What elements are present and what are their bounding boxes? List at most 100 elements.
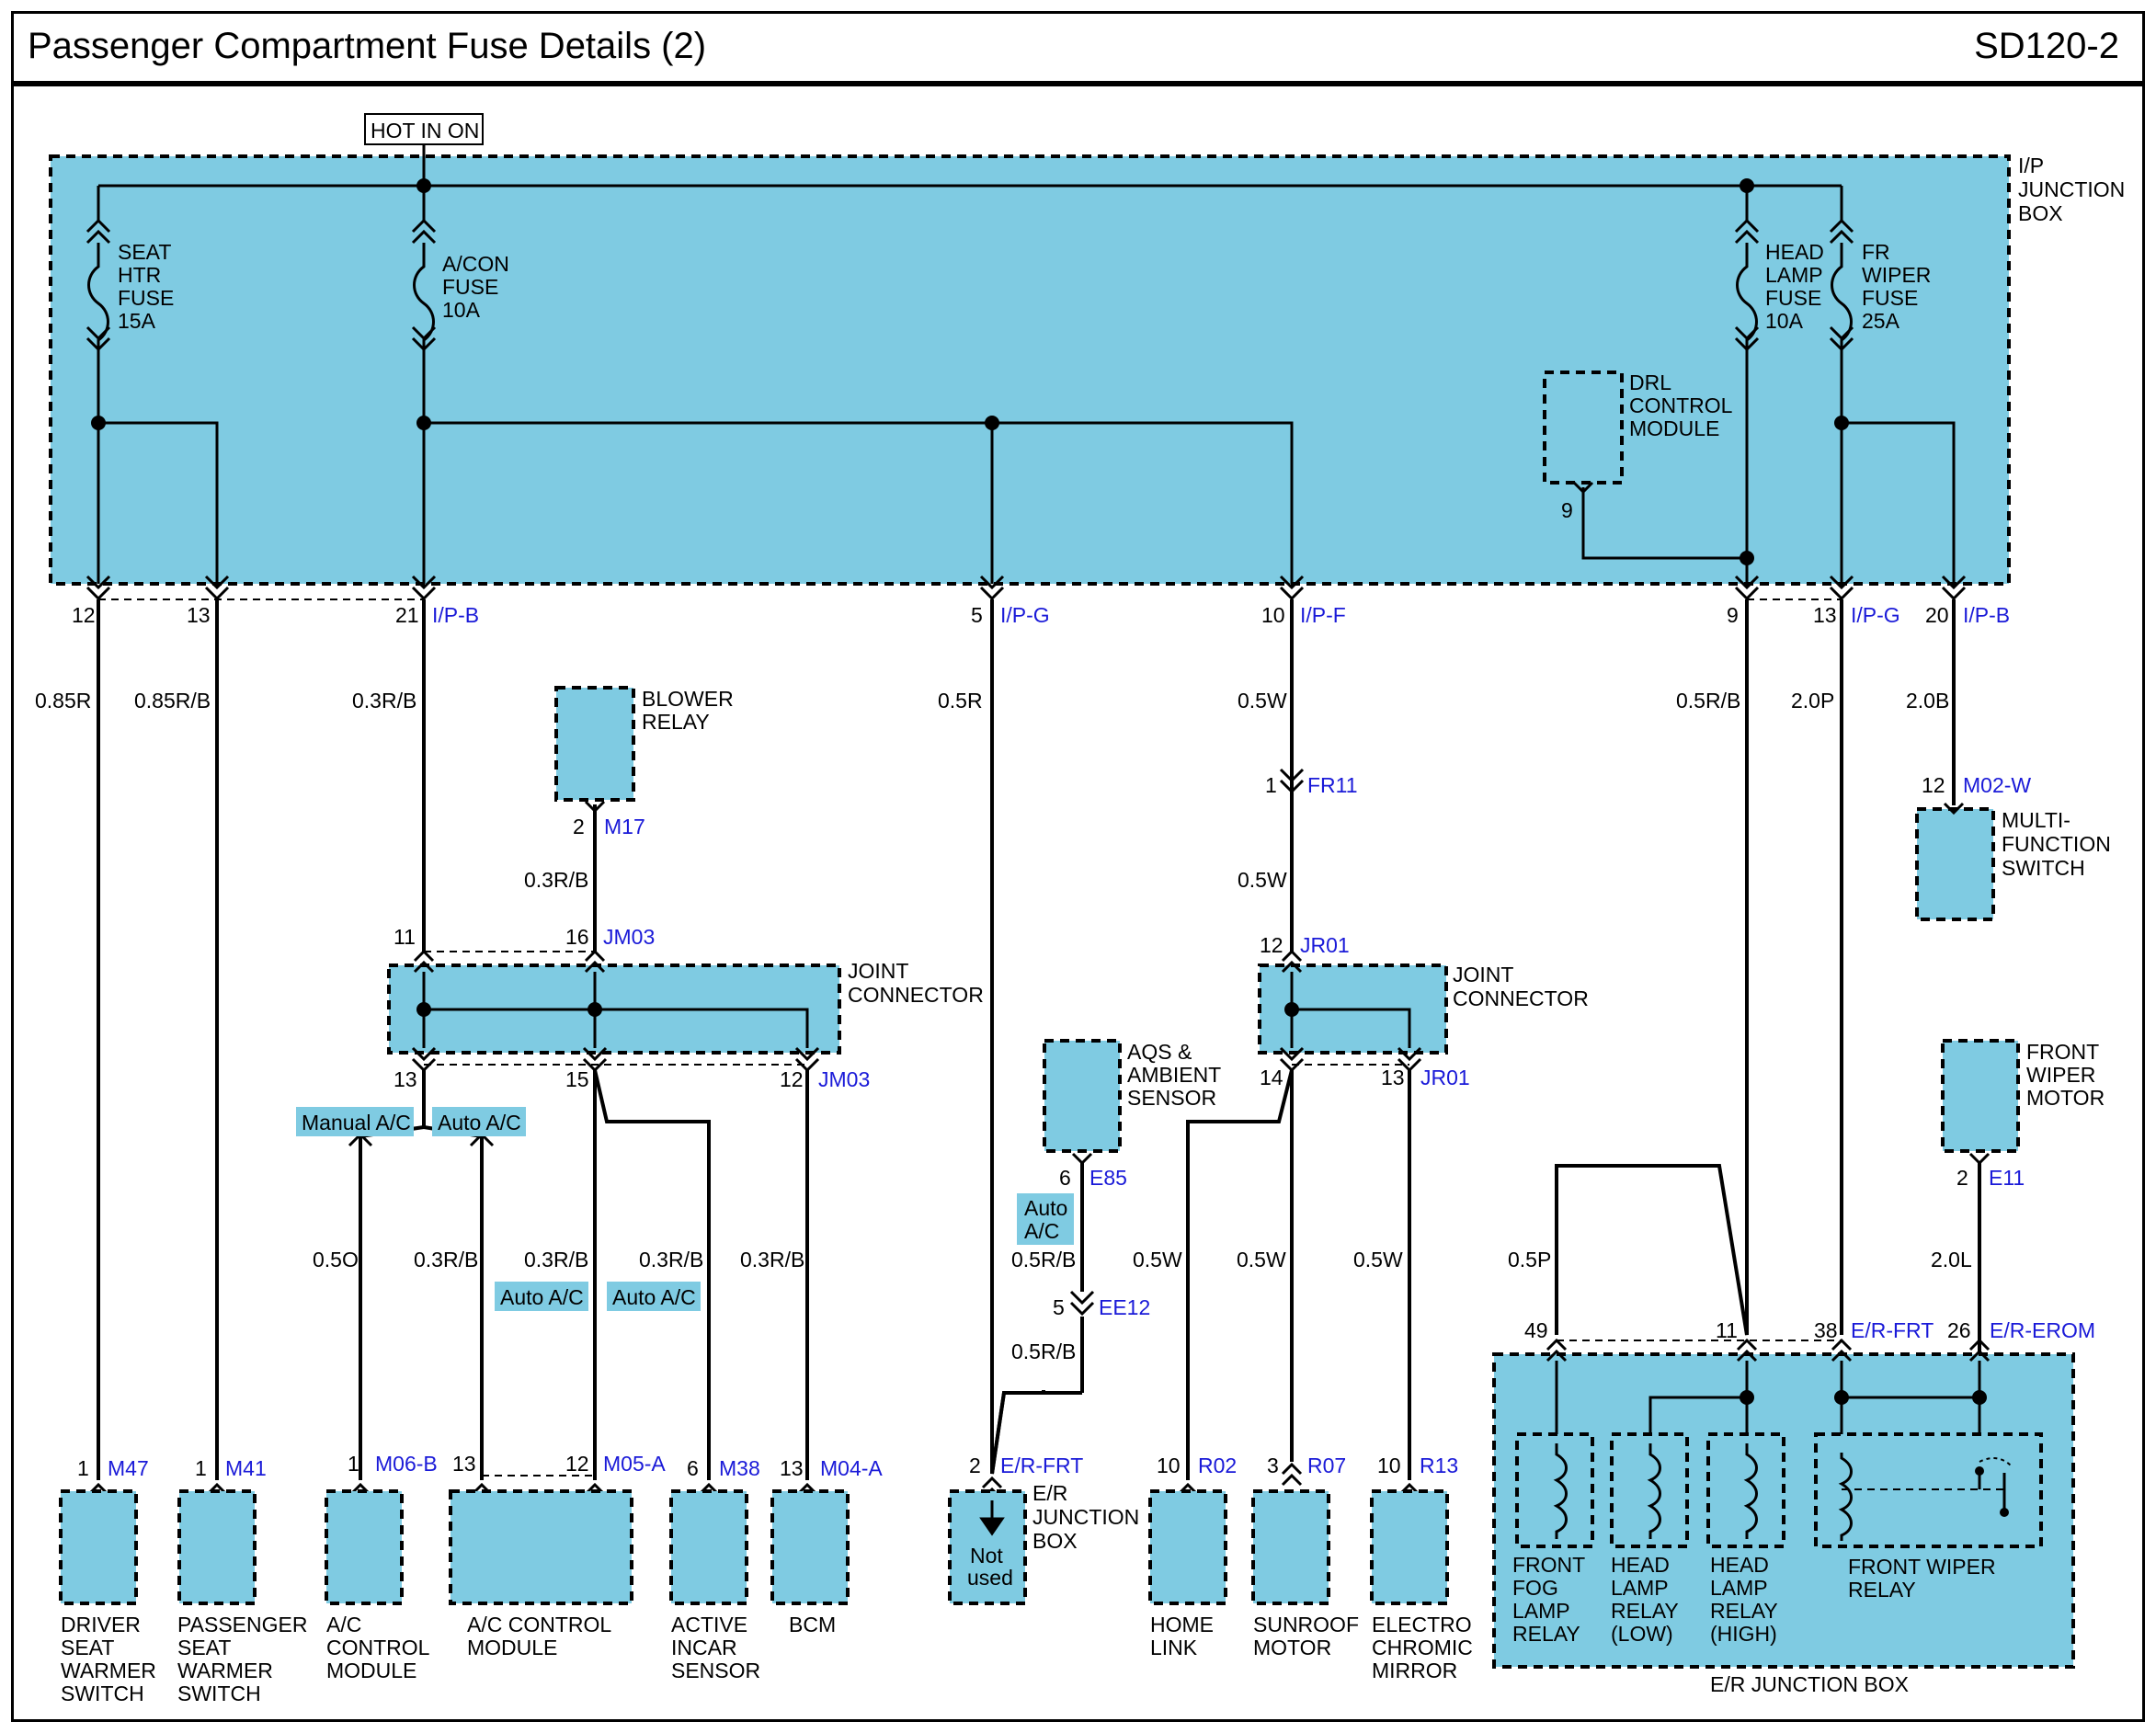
svg-text:JR01: JR01 <box>1420 1066 1470 1089</box>
svg-text:0.5O: 0.5O <box>313 1248 359 1271</box>
svg-text:A/C CONTROL: A/C CONTROL <box>467 1613 611 1636</box>
svg-text:10: 10 <box>1377 1454 1401 1477</box>
svg-text:M06-B: M06-B <box>375 1452 438 1476</box>
svg-text:1: 1 <box>77 1456 89 1480</box>
svg-text:LAMP: LAMP <box>1611 1576 1669 1600</box>
relay-head-lamp-high <box>1706 1432 1785 1548</box>
svg-text:FRONT: FRONT <box>1512 1553 1585 1577</box>
svg-text:0.5R: 0.5R <box>938 689 983 713</box>
ee12-conn: EE12 <box>1099 1295 1150 1319</box>
blower-relay-label: BLOWER RELAY <box>642 687 734 734</box>
svg-text:R02: R02 <box>1198 1454 1237 1477</box>
relay-head-lamp-low <box>1610 1432 1689 1548</box>
svg-text:A/C: A/C <box>326 1613 361 1636</box>
svg-text:R07: R07 <box>1307 1454 1346 1477</box>
svg-text:MIRROR: MIRROR <box>1372 1659 1457 1682</box>
connector-icon <box>1071 1152 1093 1166</box>
er-junction-box-not-used <box>948 1489 1027 1605</box>
passenger-seat-warmer-switch <box>177 1489 257 1605</box>
svg-text:12: 12 <box>780 1067 804 1091</box>
svg-text:JOINT: JOINT <box>1453 963 1513 986</box>
svg-text:MODULE: MODULE <box>1629 416 1719 440</box>
svg-text:ACTIVE: ACTIVE <box>671 1613 747 1636</box>
fuse-icon <box>86 218 111 423</box>
splice <box>416 416 431 430</box>
svg-text:13: 13 <box>1381 1066 1405 1089</box>
svg-text:13: 13 <box>1813 603 1837 627</box>
option-tag-auto-ac <box>607 1282 701 1311</box>
fuse-label-acon: A/CON FUSE 10A <box>442 252 509 322</box>
multifunction-switch <box>1915 807 1995 921</box>
svg-text:0.5W: 0.5W <box>1237 1248 1286 1271</box>
page-title: Passenger Compartment Fuse Details (2) <box>28 26 707 66</box>
fr11-pin: 1 <box>1265 773 1277 797</box>
drl-label: DRL CONTROL MODULE <box>1629 371 1733 440</box>
svg-text:BOX: BOX <box>1032 1529 1078 1553</box>
svg-text:JUNCTION: JUNCTION <box>2018 177 2125 201</box>
svg-text:SEAT: SEAT <box>177 1636 231 1659</box>
svg-text:PASSENGER: PASSENGER <box>177 1613 307 1636</box>
svg-text:Not: Not <box>970 1544 1003 1568</box>
splice <box>1740 551 1754 565</box>
relay-labels: FRONT FOG LAMP RELAY HEAD LAMP RELAY (LO… <box>1512 1553 1996 1646</box>
svg-text:13: 13 <box>394 1067 417 1091</box>
svg-text:12: 12 <box>1260 933 1283 957</box>
option-tag-manual-ac-text: Manual A/C <box>302 1111 411 1134</box>
svg-text:BCM: BCM <box>789 1613 836 1636</box>
svg-text:10A: 10A <box>442 298 481 322</box>
splice <box>91 416 106 430</box>
page-frame <box>11 11 2145 1722</box>
svg-text:16: 16 <box>565 925 589 949</box>
svg-text:LAMP: LAMP <box>1765 263 1823 287</box>
relay-front-fog-lamp <box>1515 1432 1594 1548</box>
fuse-icon <box>411 218 437 423</box>
svg-text:1: 1 <box>348 1452 359 1476</box>
svg-text:SEAT: SEAT <box>118 240 171 264</box>
svg-text:1: 1 <box>195 1456 207 1480</box>
svg-text:RELAY: RELAY <box>1611 1599 1679 1623</box>
svg-text:DRIVER: DRIVER <box>61 1613 141 1636</box>
svg-text:E/R: E/R <box>1032 1481 1067 1505</box>
harness-wires <box>97 599 1956 1480</box>
svg-text:25A: 25A <box>1862 309 1900 333</box>
aqs-label: AQS & AMBIENT SENSOR <box>1127 1040 1221 1110</box>
svg-text:0.3R/B: 0.3R/B <box>414 1248 478 1271</box>
connector-icon <box>1968 1152 1991 1166</box>
option-tag-auto-ac-text: Auto A/C <box>612 1285 696 1309</box>
svg-text:MULTI-: MULTI- <box>2002 808 2070 832</box>
sunroof-motor <box>1251 1489 1330 1605</box>
svg-text:6: 6 <box>687 1456 699 1480</box>
option-tag-auto-ac-split <box>1017 1193 1074 1245</box>
svg-text:13: 13 <box>780 1456 804 1480</box>
mfs-pin: 12 <box>1922 773 1945 797</box>
svg-text:0.5R/B: 0.5R/B <box>1011 1340 1076 1363</box>
svg-text:FUSE: FUSE <box>1862 286 1918 310</box>
svg-text:0.5W: 0.5W <box>1238 868 1287 892</box>
svg-text:FR: FR <box>1862 240 1890 264</box>
splice <box>1834 416 1849 430</box>
svg-text:AMBIENT: AMBIENT <box>1127 1063 1221 1087</box>
svg-text:RELAY: RELAY <box>642 710 710 734</box>
connector-icon <box>1279 768 1305 794</box>
svg-text:HOME: HOME <box>1150 1613 1214 1636</box>
svg-text:FRONT WIPER: FRONT WIPER <box>1848 1555 1996 1579</box>
svg-text:MODULE: MODULE <box>467 1636 557 1659</box>
svg-text:(LOW): (LOW) <box>1611 1622 1673 1646</box>
active-incar-sensor <box>669 1489 748 1605</box>
svg-text:used: used <box>967 1566 1013 1590</box>
mfs-conn: M02-W <box>1963 773 2031 797</box>
svg-text:M05-A: M05-A <box>603 1452 666 1476</box>
svg-text:11: 11 <box>1716 1318 1738 1342</box>
svg-text:HEAD: HEAD <box>1710 1553 1769 1577</box>
component-name-labels: DRIVER SEAT WARMER SWITCH PASSENGER SEAT… <box>61 1481 1473 1705</box>
svg-text:E/R-FRT: E/R-FRT <box>1851 1318 1934 1342</box>
aqs-pin: 6 <box>1059 1166 1071 1190</box>
svg-text:9: 9 <box>1727 603 1739 627</box>
ip-internal-wires <box>97 421 1956 584</box>
splice <box>1740 1390 1754 1405</box>
er-box-pin-labels: 49 11 38 E/R-FRT 26 E/R-EROM <box>1524 1318 2095 1342</box>
relay-front-wiper <box>1814 1432 2043 1548</box>
svg-text:HEAD: HEAD <box>1765 240 1824 264</box>
power-label-box <box>364 113 484 145</box>
